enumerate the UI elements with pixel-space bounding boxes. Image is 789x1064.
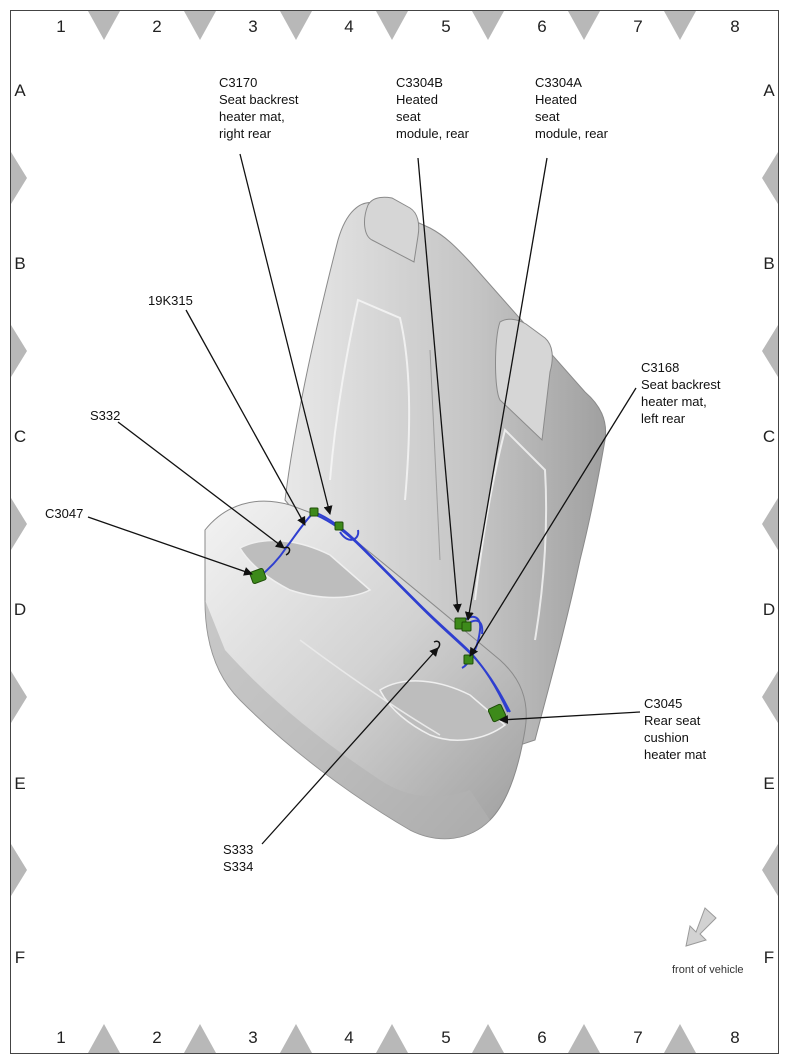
callout-line: Rear seat (644, 713, 701, 728)
callout-line: heater mat, (219, 109, 285, 124)
seat-headrest-left (495, 318, 553, 442)
callout-c3304b: C3304B Heated seat module, rear (396, 75, 470, 141)
callout-line: C3304B (396, 75, 443, 90)
column-label: 4 (344, 1028, 353, 1047)
connector-c3047 (249, 568, 267, 584)
leader-lines (87, 153, 641, 845)
column-label: 8 (730, 17, 739, 36)
column-label: 3 (248, 1028, 257, 1047)
column-label: 2 (152, 1028, 161, 1047)
row-label: F (15, 948, 25, 967)
callout-line: C3168 (641, 360, 679, 375)
row-label: F (764, 948, 774, 967)
callout-19k315: 19K315 (148, 293, 193, 308)
callout-line: S334 (223, 859, 253, 874)
callout-line: Heated (396, 92, 438, 107)
callout-line: right rear (219, 126, 272, 141)
row-labels-right: A B C D E F (763, 81, 775, 967)
column-label: 4 (344, 17, 353, 36)
callout-c3047: C3047 (45, 506, 83, 521)
callout-s333-s334: S333 S334 (223, 842, 253, 874)
row-labels-left: A B C D E F (14, 81, 26, 967)
callout-line: seat (396, 109, 421, 124)
column-label: 6 (537, 17, 546, 36)
callout-line: C3304A (535, 75, 582, 90)
callout-c3168: C3168 Seat backrest heater mat, left rea… (641, 360, 721, 426)
row-label: A (763, 81, 775, 100)
row-label: B (763, 254, 774, 273)
connector-c3304a (461, 621, 472, 632)
callout-line: Heated (535, 92, 577, 107)
callout-line: Seat backrest (641, 377, 721, 392)
callout-line: S332 (90, 408, 120, 423)
row-label: D (763, 600, 775, 619)
connector-harness (334, 521, 344, 531)
connector-c3170 (309, 507, 319, 517)
callout-line: C3170 (219, 75, 257, 90)
callout-line: module, rear (396, 126, 470, 141)
column-label: 3 (248, 17, 257, 36)
callout-line: heater mat (644, 747, 707, 762)
seat-headrest-right (364, 196, 420, 263)
column-labels-bottom: 1 2 3 4 5 6 7 8 (56, 1028, 739, 1047)
row-label: A (14, 81, 26, 100)
callout-line: seat (535, 109, 560, 124)
column-label: 6 (537, 1028, 546, 1047)
arrow-icon (685, 907, 717, 947)
front-of-vehicle-label: front of vehicle (672, 964, 744, 976)
front-of-vehicle-indicator: front of vehicle (672, 907, 744, 976)
connector-c3168 (463, 654, 474, 665)
column-label: 8 (730, 1028, 739, 1047)
row-label: D (14, 600, 26, 619)
callout-line: S333 (223, 842, 253, 857)
callout-line: module, rear (535, 126, 609, 141)
rear-seat-illustration (204, 196, 607, 840)
row-label: E (763, 774, 774, 793)
callout-c3045: C3045 Rear seat cushion heater mat (644, 696, 707, 762)
callout-line: cushion (644, 730, 689, 745)
column-label: 1 (56, 17, 65, 36)
callout-line: left rear (641, 411, 686, 426)
column-labels-top: 1 2 3 4 5 6 7 8 (56, 17, 739, 36)
callout-s332: S332 (90, 408, 120, 423)
column-label: 1 (56, 1028, 65, 1047)
column-label: 2 (152, 17, 161, 36)
callout-line: C3047 (45, 506, 83, 521)
callout-line: C3045 (644, 696, 682, 711)
row-label: C (14, 427, 26, 446)
grid-markers (11, 11, 778, 1053)
column-label: 7 (633, 17, 642, 36)
callout-line: heater mat, (641, 394, 707, 409)
row-label: B (14, 254, 25, 273)
callout-line: Seat backrest (219, 92, 299, 107)
diagram-border (10, 10, 779, 1054)
row-label: C (763, 427, 775, 446)
column-label: 5 (441, 1028, 450, 1047)
callout-c3170: C3170 Seat backrest heater mat, right re… (219, 75, 299, 141)
column-label: 7 (633, 1028, 642, 1047)
row-label: E (14, 774, 25, 793)
callout-line: 19K315 (148, 293, 193, 308)
column-label: 5 (441, 17, 450, 36)
callout-c3304a: C3304A Heated seat module, rear (535, 75, 609, 141)
splice-s332-icon (283, 546, 291, 556)
